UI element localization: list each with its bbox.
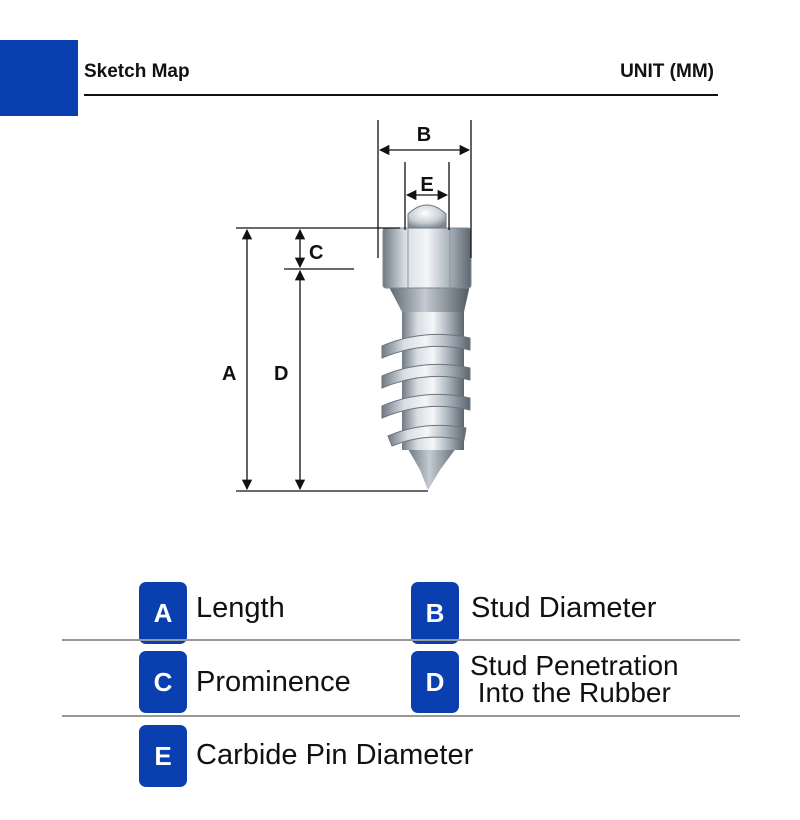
legend-badge-a: A bbox=[139, 582, 187, 644]
legend-badge-d: D bbox=[411, 651, 459, 713]
legend-text-e: Carbide Pin Diameter bbox=[196, 739, 474, 771]
dim-label-b: B bbox=[417, 124, 431, 146]
dim-label-c: C bbox=[309, 242, 323, 264]
dim-label-d: D bbox=[274, 363, 288, 385]
legend-divider-2 bbox=[62, 715, 740, 717]
legend-text-d-line-1: Stud Penetration bbox=[470, 650, 679, 681]
legend-text-d-line-2: Into the Rubber bbox=[477, 677, 671, 708]
header-divider bbox=[84, 94, 718, 96]
tire-stud-illustration bbox=[381, 204, 472, 490]
page-title: Sketch Map bbox=[84, 61, 190, 82]
dim-label-a: A bbox=[222, 363, 236, 385]
stud-dimension-diagram: B E C A D bbox=[222, 120, 472, 492]
legend-badge-e: E bbox=[139, 725, 187, 787]
header-accent-block bbox=[0, 40, 78, 116]
legend-text-a: Length bbox=[196, 592, 285, 624]
legend-divider-1 bbox=[62, 639, 740, 641]
unit-label: UNIT (MM) bbox=[620, 61, 714, 82]
legend-text-d: Stud Penetration Into the Rubber bbox=[470, 650, 679, 708]
dim-label-e: E bbox=[420, 174, 433, 196]
legend-text-c: Prominence bbox=[196, 666, 351, 698]
legend-text-b: Stud Diameter bbox=[471, 592, 657, 624]
legend-badge-b: B bbox=[411, 582, 459, 644]
legend-badge-c: C bbox=[139, 651, 187, 713]
dimension-lines bbox=[236, 120, 472, 492]
dimension-legend: A Length B Stud Diameter C Prominence D … bbox=[0, 575, 800, 795]
